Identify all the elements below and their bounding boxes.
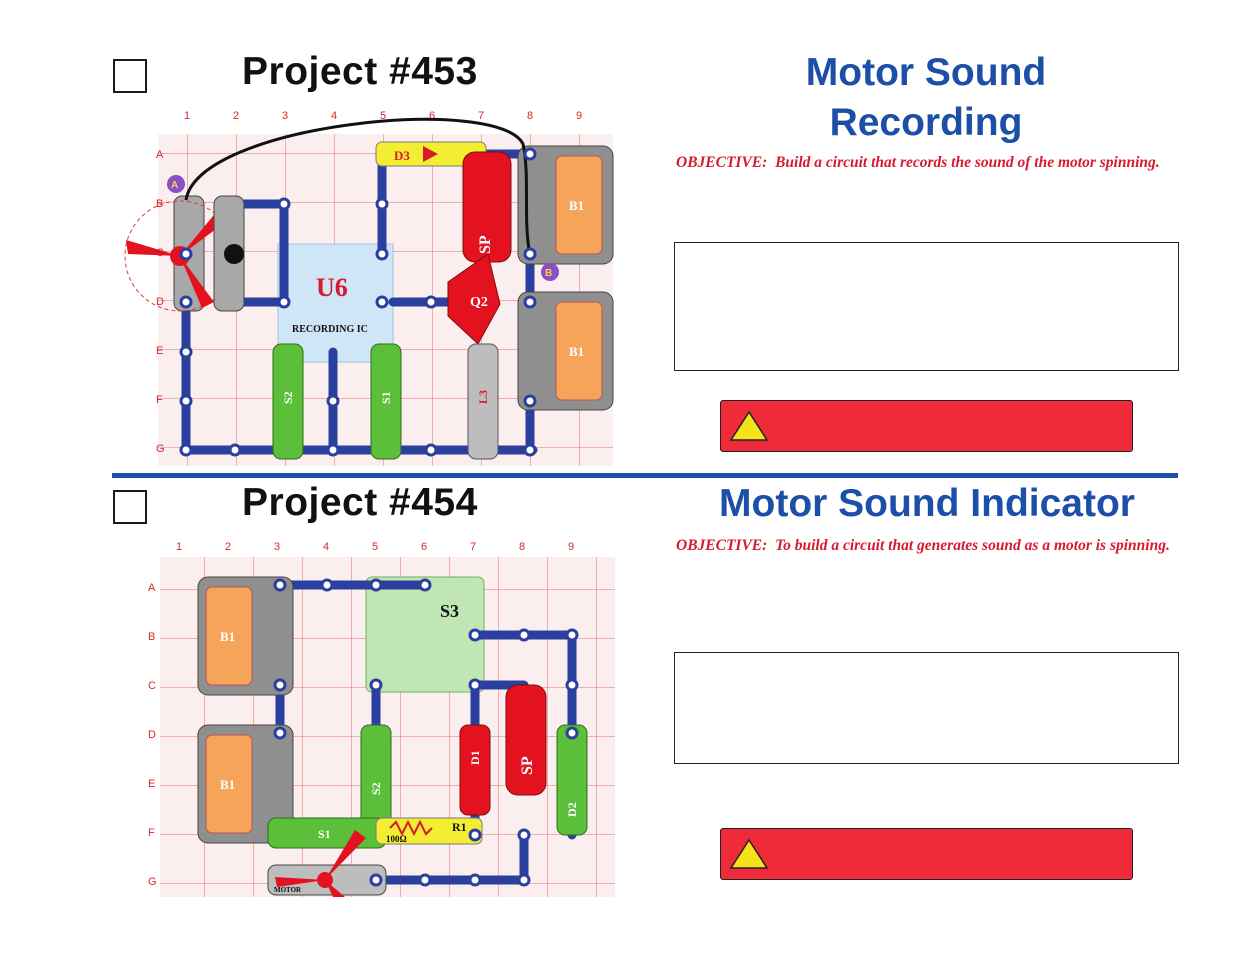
objective-text: To build a circuit that generates sound … [775,537,1170,554]
speaker-sp [505,684,547,796]
project-453-objective: OBJECTIVE: Build a circuit that records … [676,152,1178,174]
objective-label: OBJECTIVE: [676,154,768,171]
col-label: 3 [274,541,280,553]
battery-top-label: B1 [220,629,235,644]
resistor-r1-value: 100Ω [386,834,407,844]
ic-u6 [277,243,394,363]
row-label: C [148,680,156,692]
col-label: 2 [225,541,231,553]
project-454-circuit-diagram: 1 2 3 4 5 6 7 8 9 A B C D E F G S3 B1 B1 [148,541,615,897]
slide-switch-s1 [370,343,402,460]
row-label: B [148,631,155,643]
project-453-title-line1: Motor Sound [805,51,1047,94]
transistor-q2 [447,253,501,345]
col-label: 7 [470,541,476,553]
point-b-marker [541,263,559,281]
col-label: 6 [429,110,435,122]
point-b-label: B [545,268,552,279]
col-label: 8 [519,541,525,553]
row-label: A [148,582,156,594]
project-453-title-line2: Recording [829,101,1023,144]
row-label: F [156,394,163,406]
battery-bottom-label: B1 [569,344,584,359]
row-label: E [156,345,163,357]
battery-top-label: B1 [569,198,584,213]
col-label: 8 [527,110,533,122]
col-label: 6 [421,541,427,553]
project-453-notes-box [674,242,1179,371]
project-454-checkbox[interactable] [113,490,147,524]
row-label: G [156,443,165,455]
col-label: 2 [233,110,239,122]
objective-label: OBJECTIVE: [676,537,768,554]
row-label: F [148,827,155,839]
lamp-l3-label: L3 [476,390,490,404]
s2-label: S2 [369,782,383,795]
row-label: D [148,729,156,741]
warning-triangle-icon [729,410,769,441]
s2-label: S2 [281,391,295,404]
project-454-notes-box [674,652,1179,764]
row-label: B [156,198,163,210]
point-a-marker [167,175,185,193]
project-453-checkbox[interactable] [113,59,147,93]
col-label: 9 [568,541,574,553]
col-label: 7 [478,110,484,122]
col-label: 4 [331,110,337,122]
project-454-warning-bar [720,828,1133,880]
col-label: 5 [372,541,378,553]
project-453-number: Project #453 [242,50,478,93]
led-d1-label: D1 [468,750,482,765]
speaker-label: SP [477,235,494,254]
row-label: A [156,149,164,161]
s1-label: S1 [318,827,331,841]
s1-label: S1 [379,391,393,404]
col-label: 5 [380,110,386,122]
row-label: D [156,296,164,308]
relay-s3-label: S3 [440,601,459,621]
relay-s3 [365,576,485,693]
battery-bottom-label: B1 [220,777,235,792]
warning-triangle-icon [729,838,769,869]
section-divider [112,473,1178,478]
led-d2 [556,724,588,836]
fan-blade-icon [275,830,366,897]
project-453-title: Motor Sound Recording [676,48,1176,148]
project-453-circuit-diagram: 1 2 3 4 5 6 7 8 9 A B C D E F G U6 RECOR… [124,110,614,466]
project-454-objective: OBJECTIVE: To build a circuit that gener… [676,535,1178,557]
resistor-r1-label: R1 [452,820,467,834]
speaker-label: SP [519,756,536,775]
row-label: E [148,778,155,790]
project-454-title: Motor Sound Indicator [719,482,1135,525]
ic-u6-label: U6 [316,273,348,302]
project-454-number: Project #454 [242,481,478,524]
row-label: G [148,876,157,888]
col-label: 9 [576,110,582,122]
ic-u6-sublabel: RECORDING IC [292,324,368,335]
objective-text: Build a circuit that records the sound o… [775,154,1160,171]
led-d1 [459,724,491,816]
led-d2-label: D2 [565,802,579,817]
col-label: 4 [323,541,329,553]
project-453-warning-bar [720,400,1133,452]
col-label: 1 [184,110,190,122]
col-label: 1 [176,541,182,553]
motor-label: MOTOR [274,886,302,894]
press-switch-s2 [272,343,304,460]
transistor-q2-label: Q2 [470,295,488,310]
col-label: 3 [282,110,288,122]
lamp-socket-l3 [467,343,499,460]
point-a-label: A [171,180,178,191]
jumper-wire [184,117,532,255]
diode-d3-label: D3 [394,148,410,163]
